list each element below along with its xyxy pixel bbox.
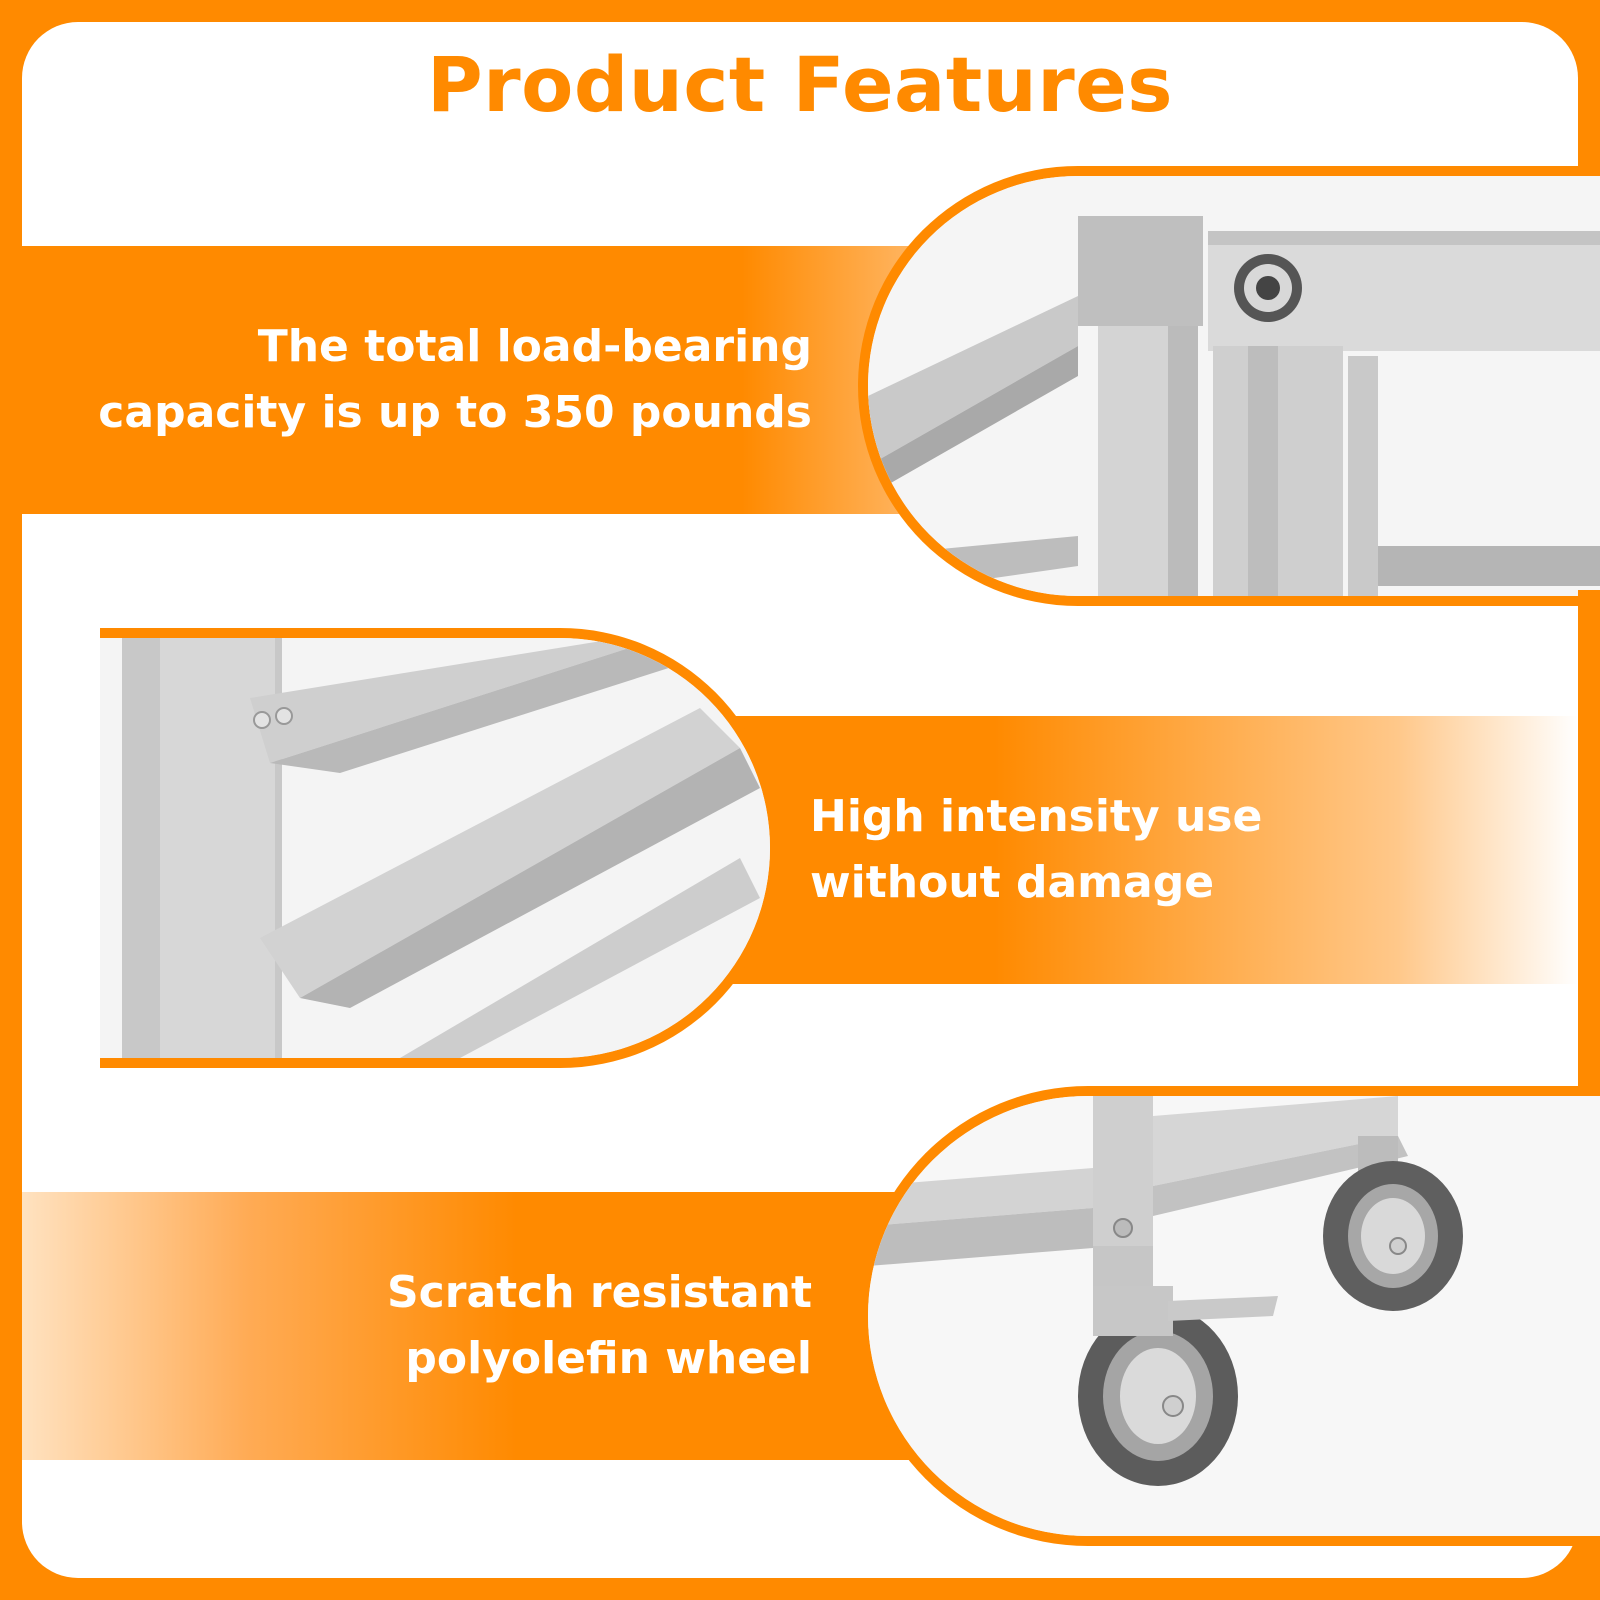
- caster-wheels-photo: [858, 1086, 1600, 1546]
- rack-rails-photo: [100, 628, 780, 1068]
- feature-text-load: The total load-bearing capacity is up to…: [98, 314, 922, 446]
- feature-load-line1: The total load-bearing: [257, 321, 812, 372]
- feature-durability-line2: without damage: [810, 857, 1215, 908]
- feature-band-durability: High intensity use without damage: [680, 716, 1578, 984]
- rack-rails-illustration: [100, 638, 770, 1058]
- page-title: Product Features: [426, 40, 1174, 129]
- caster-wheels-illustration: [868, 1096, 1600, 1536]
- feature-load-line2: capacity is up to 350 pounds: [98, 387, 812, 438]
- feature-text-durability: High intensity use without damage: [680, 784, 1262, 916]
- feature-durability-line1: High intensity use: [810, 791, 1263, 842]
- frame-corner-illustration: [868, 176, 1600, 596]
- feature-band-load: The total load-bearing capacity is up to…: [22, 246, 922, 514]
- right-accent-strip: [1578, 590, 1600, 1090]
- feature-wheels-line1: Scratch resistant: [386, 1267, 812, 1318]
- feature-text-wheels: Scratch resistant polyolefin wheel: [387, 1260, 922, 1392]
- feature-wheels-line2: polyolefin wheel: [405, 1333, 812, 1384]
- feature-band-wheels: Scratch resistant polyolefin wheel: [22, 1192, 922, 1460]
- frame-corner-photo: [858, 166, 1600, 606]
